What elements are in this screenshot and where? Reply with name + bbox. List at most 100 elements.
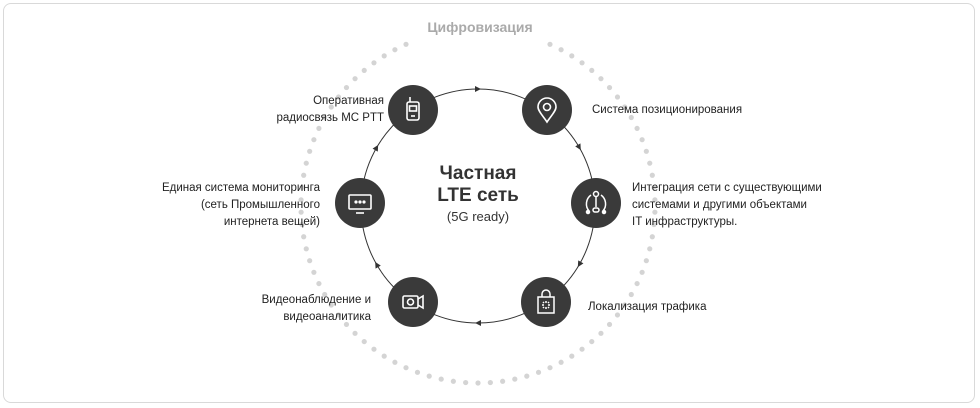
dot [622,302,628,308]
dot [558,359,564,365]
dot [303,246,309,252]
dot [535,369,542,375]
dot [335,312,342,318]
dot [643,148,649,154]
node-integration [571,178,621,228]
dot [614,94,621,100]
dot [589,338,595,345]
arrow-head-icon [475,320,481,326]
node-radio [388,85,438,135]
arrow-head-icon [577,260,584,268]
label-line: радиосвязь МС PTT [276,112,384,124]
label-line: (сеть Промышленного [200,199,320,211]
node-monitoring [335,178,385,228]
dot [414,369,421,375]
dot [634,125,640,132]
dot [343,321,350,328]
dot [643,258,649,264]
arrow-head-icon [375,261,381,269]
dot [463,379,469,386]
dot [598,76,604,82]
dot [299,221,305,228]
dot [614,312,621,318]
dot [361,338,367,345]
label-radio: Оперативная радиосвязь МС PTT [276,93,384,127]
dot [589,67,595,74]
outer-label: Цифровизация [427,19,533,35]
dot [450,378,456,384]
center-line1: Частная [439,163,517,184]
dot [639,269,645,275]
dot [547,365,553,371]
label-monitoring: Единая система мониторинга (сеть Промышл… [162,180,320,231]
dot [322,291,328,298]
dot [647,246,653,252]
label-line: видеоаналитика [283,311,371,323]
location-pin-icon [537,97,557,124]
dot [500,378,506,384]
dot [381,53,387,59]
cycle-arrows [372,86,584,326]
dot [392,47,398,53]
dot [475,380,481,386]
center-line2: LTE сеть [437,185,519,206]
dot [307,258,313,264]
label-line: Интеграция сети с существующими [632,182,822,194]
dot [639,137,645,143]
label-line: Система позиционирования [592,104,743,116]
dot [307,148,313,154]
dot [438,376,444,382]
arrow-head-icon [372,144,379,152]
node-positioning [522,85,572,135]
dot [598,330,604,336]
dot [298,209,304,215]
dot [352,330,358,336]
label-video: Видеонаблюдение и видеоаналитика [262,292,371,326]
node-traffic [521,277,571,327]
dot [569,53,575,59]
label-line: системами и другими объектами [632,199,807,211]
dot [371,60,377,66]
dot [579,60,585,66]
dot [298,197,304,203]
label-line: интернета вещей) [223,216,320,228]
dot [316,125,322,132]
radio-icon [406,97,420,121]
dot [371,346,377,352]
outer-dotted-circle [298,41,658,386]
dot [403,365,409,371]
dot [301,234,307,240]
dot [628,291,634,298]
dot [579,346,585,352]
dot [558,47,564,53]
label-line: Локализация трафика [588,301,707,313]
dot [512,376,518,382]
label-line: Единая система мониторинга [161,182,320,194]
dot [311,269,317,275]
dot [403,41,409,47]
monitor-icon [348,194,372,214]
dot [628,114,634,121]
node-video [388,277,438,327]
label-integration: Интеграция сети с существующими системам… [632,180,822,231]
dot [606,321,613,328]
dot [311,137,317,143]
label-line: IT инфраструктуры. [632,216,738,228]
dot [651,184,657,191]
video-camera-icon [402,294,424,310]
shopping-bag-icon [537,289,555,314]
dot [322,114,328,121]
center-line3: (5G ready) [446,209,510,224]
dot [634,280,640,287]
dot [303,160,309,166]
dot [343,84,350,91]
label-positioning: Система позиционирования [592,102,742,119]
dot [651,221,657,228]
integration-icon [585,190,607,215]
dot [569,353,575,359]
label-line: Оперативная [313,95,384,107]
dot [652,197,658,203]
dot [316,280,322,287]
dot [622,104,628,110]
